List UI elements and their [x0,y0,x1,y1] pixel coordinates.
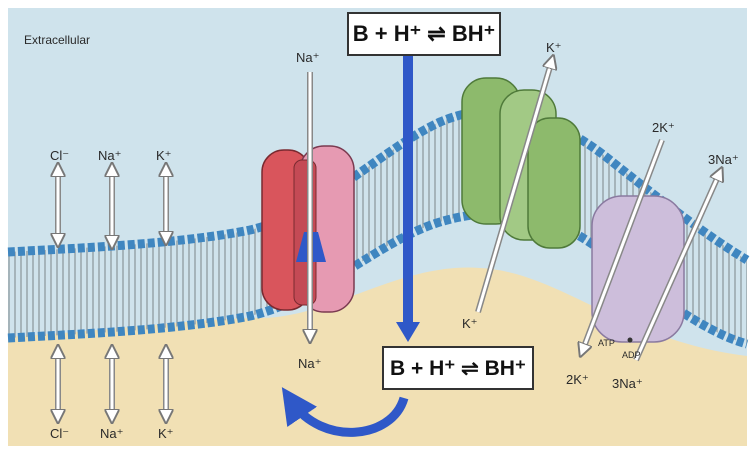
blue-arrow-shaft [403,52,413,324]
channel-bottom-na-label: Na⁺ [298,356,321,371]
k-channel-top-label: K⁺ [546,40,562,55]
pump-top-k-label: 2K⁺ [652,120,675,135]
equilibrium-equation-intracellular: B + H⁺ ⇌ BH⁺ [382,346,534,390]
left-bottom-label-k: K⁺ [158,426,174,441]
pump-top-na-label: 3Na⁺ [708,152,739,167]
pump-bottom-k-label: 2K⁺ [566,372,589,387]
left-bottom-label-cl: Cl⁻ [50,426,69,441]
atp-site [628,338,633,343]
extracellular-label: Extracellular [24,33,90,47]
channel-top-na-label: Na⁺ [296,50,319,65]
equilibrium-equation-extracellular: B + H⁺ ⇌ BH⁺ [347,12,501,56]
pump-bottom-na-label: 3Na⁺ [612,376,643,391]
pump-body [592,196,684,342]
k-channel-bottom-label: K⁺ [462,316,478,331]
left-top-label-k: K⁺ [156,148,172,163]
k-channel-subunit-right [528,118,580,248]
left-bottom-label-na: Na⁺ [100,426,123,441]
atp-label: ATP [598,338,615,348]
na-k-pump [592,196,684,343]
left-top-label-na: Na⁺ [98,148,121,163]
adp-label: ADP [622,350,641,360]
left-top-label-cl: Cl⁻ [50,148,69,163]
